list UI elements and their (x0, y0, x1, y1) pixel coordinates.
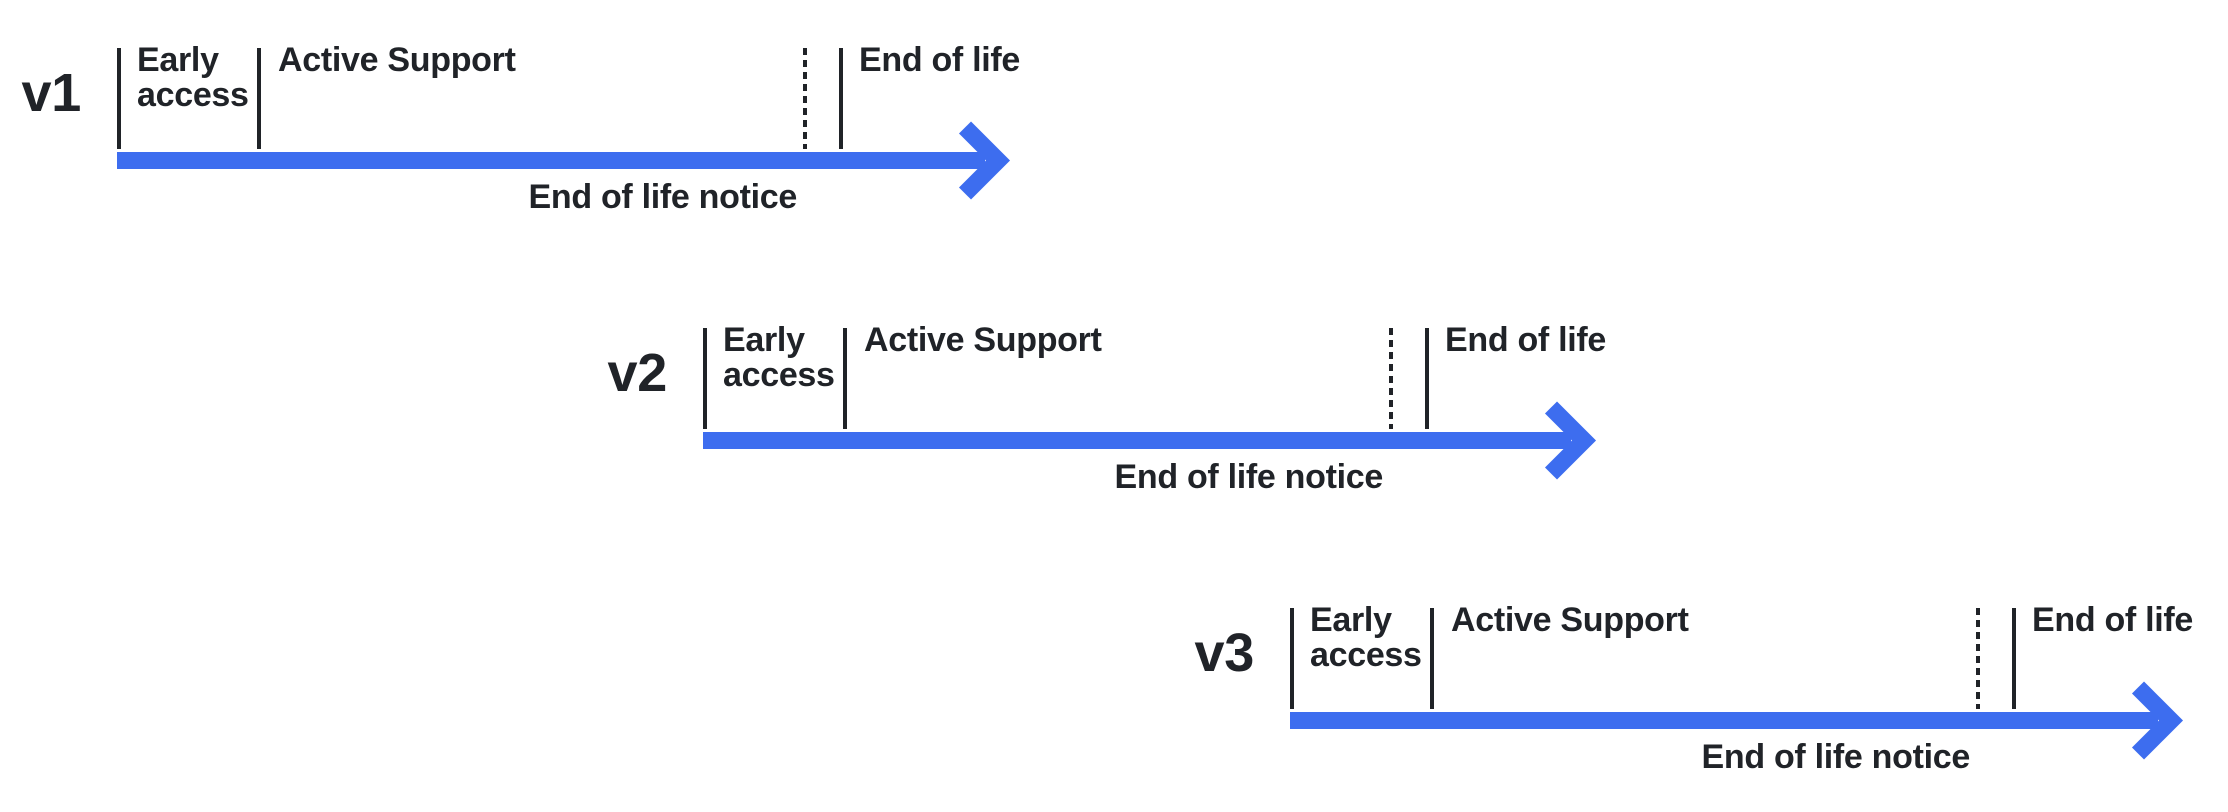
timeline-v1: v1 Early access Active Support End of li… (22, 43, 1037, 233)
end-of-life-label: End of life (2032, 601, 2194, 639)
active-support-label: Active Support (864, 321, 1102, 359)
active-support-start-tick (1430, 608, 1434, 709)
eol-notice-label: End of life notice (528, 178, 798, 216)
eol-notice-dashed-tick (1389, 328, 1393, 429)
eol-notice-dashed-tick (1976, 608, 1980, 709)
eol-notice-label: End of life notice (1114, 458, 1384, 496)
timeline-arrow-icon (117, 121, 1011, 200)
version-label: v1 (21, 63, 82, 123)
end-of-life-label: End of life (1445, 321, 1607, 359)
timeline-arrow-icon (703, 401, 1597, 480)
active-support-start-tick (843, 328, 847, 429)
timeline-arrow-icon (1290, 681, 2184, 760)
version-label: v3 (1194, 623, 1255, 683)
active-support-start-tick (257, 48, 261, 149)
early-access-label: Early access (137, 41, 249, 114)
early-access-label: Early access (1310, 601, 1422, 674)
end-of-life-tick (1425, 328, 1429, 429)
early-access-start-tick (1290, 608, 1294, 709)
end-of-life-tick (2012, 608, 2016, 709)
end-of-life-tick (839, 48, 843, 149)
version-label: v2 (607, 343, 668, 403)
early-access-start-tick (703, 328, 707, 429)
eol-notice-label: End of life notice (1701, 738, 1971, 776)
end-of-life-label: End of life (859, 41, 1021, 79)
timeline-v3: v3 Early access Active Support End of li… (1195, 603, 2210, 793)
early-access-start-tick (117, 48, 121, 149)
timeline-v2: v2 Early access Active Support End of li… (608, 323, 1623, 513)
active-support-label: Active Support (1451, 601, 1689, 639)
eol-notice-dashed-tick (803, 48, 807, 149)
early-access-label: Early access (723, 321, 835, 394)
active-support-label: Active Support (278, 41, 516, 79)
